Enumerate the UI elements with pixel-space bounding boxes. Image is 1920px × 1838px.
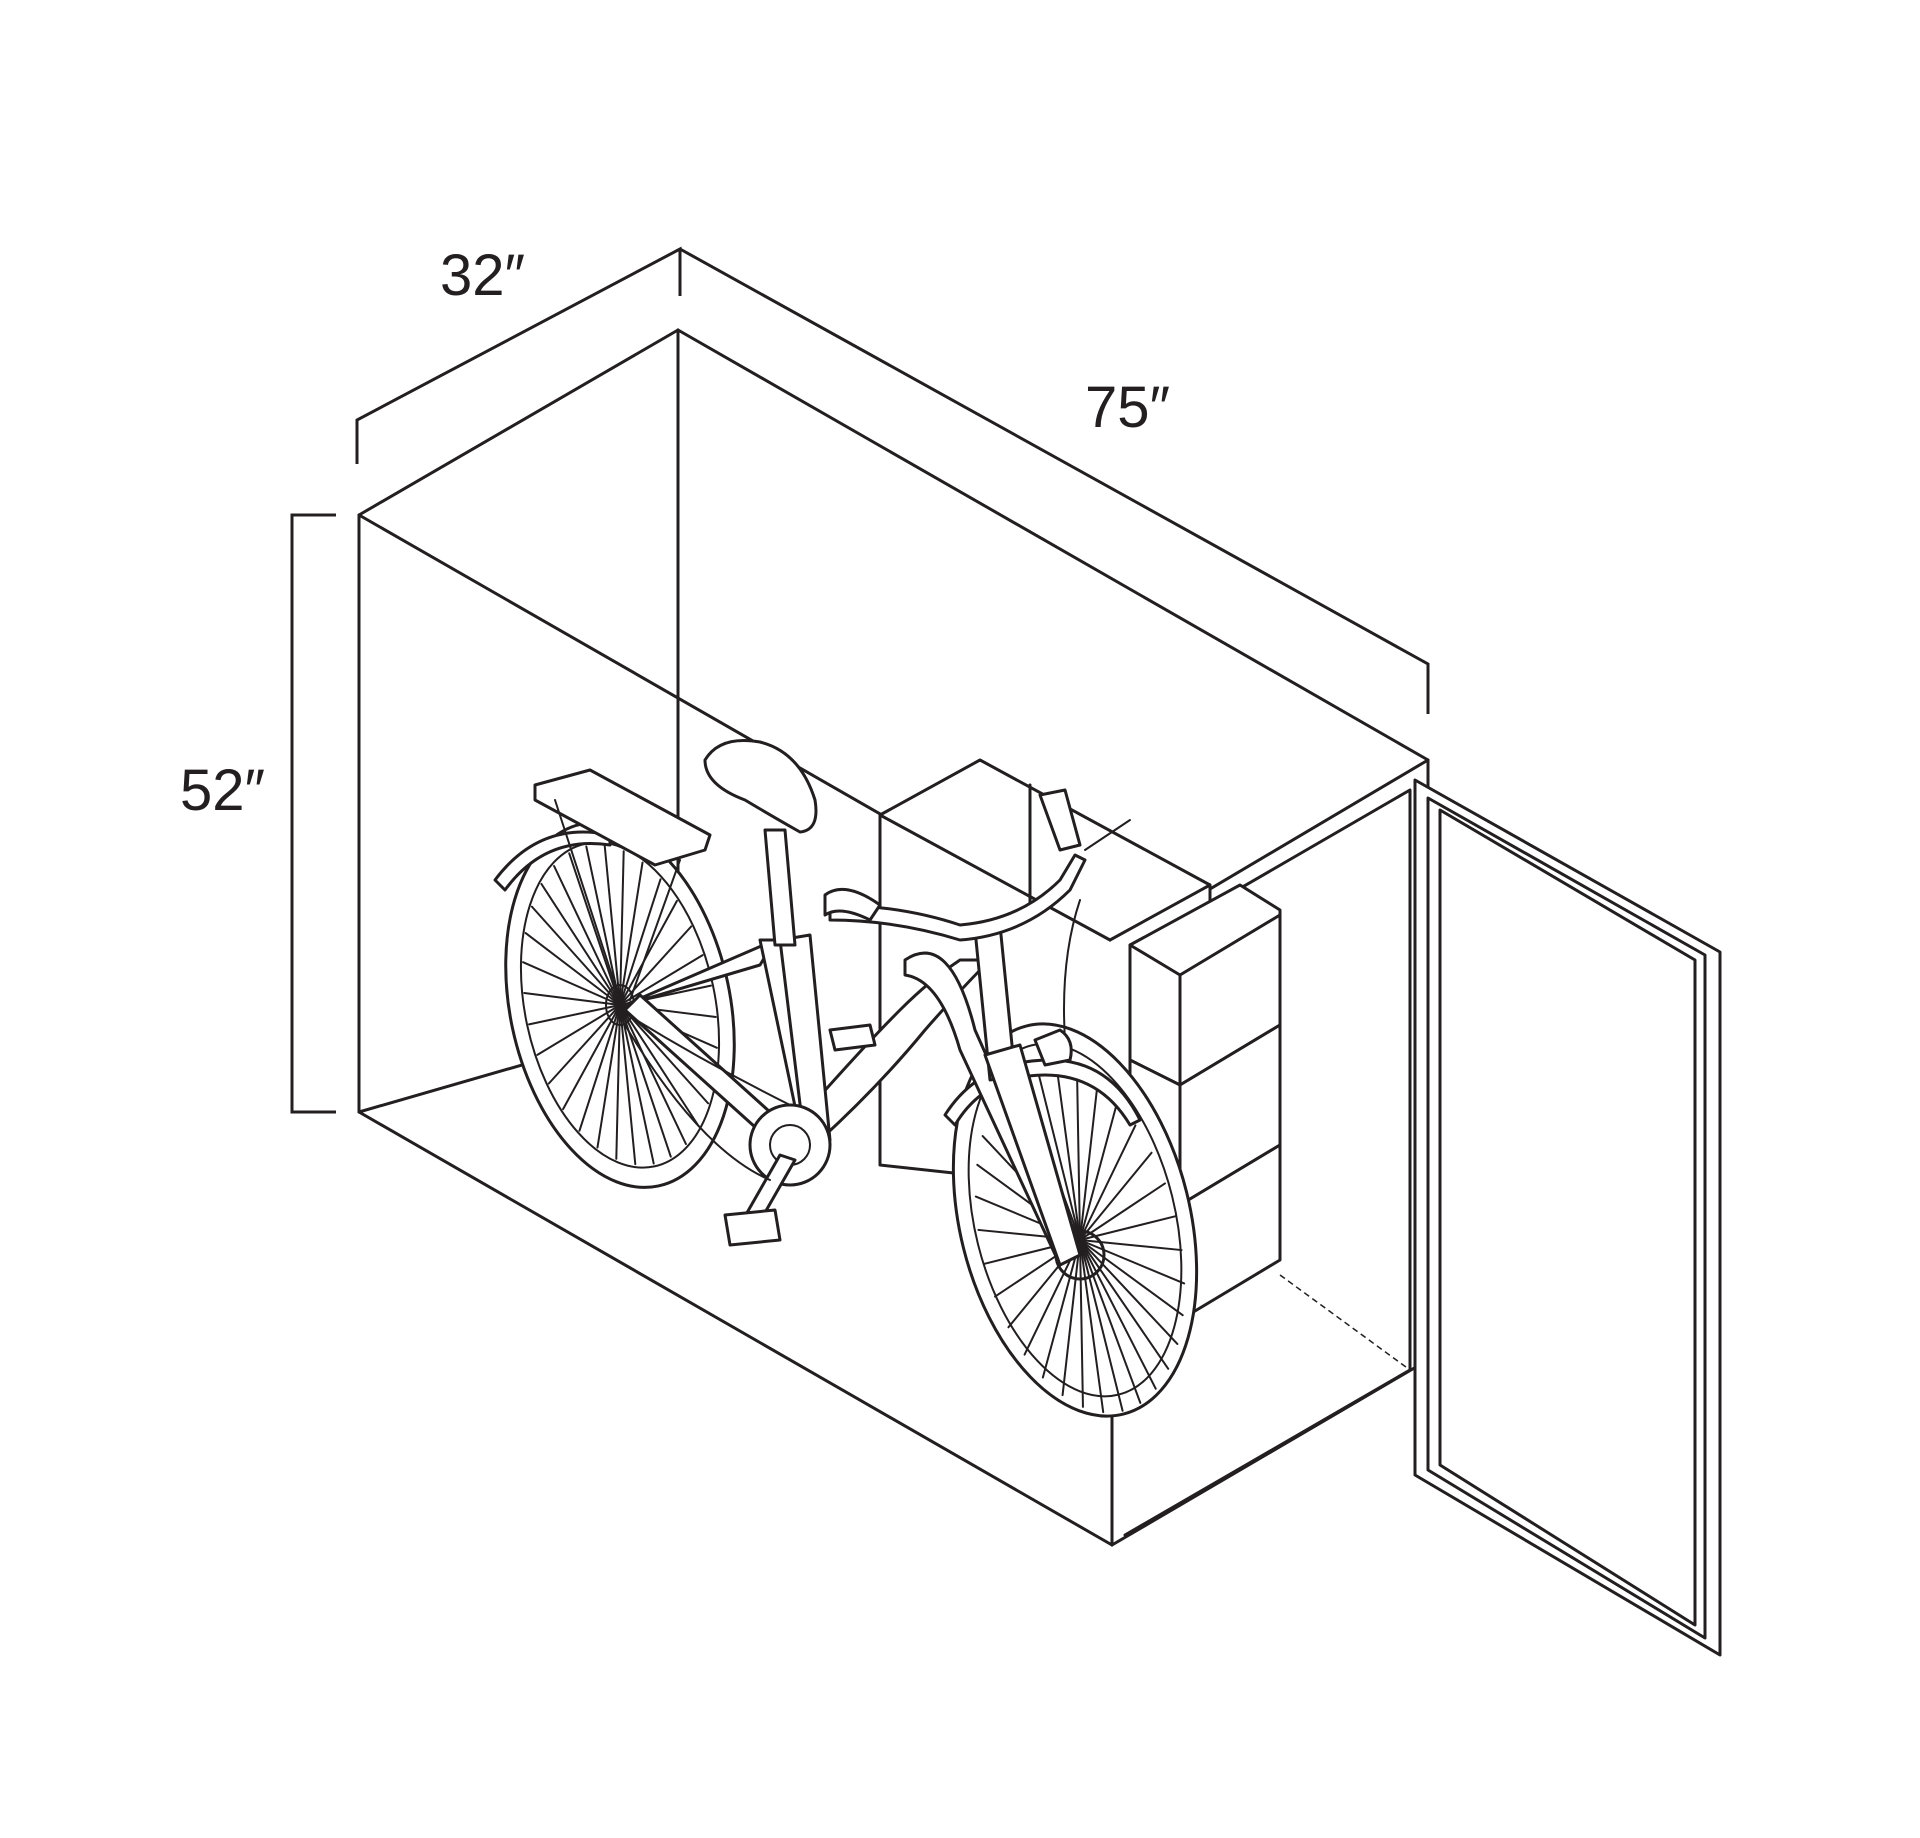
spoke	[530, 905, 621, 1006]
dimension-lines	[290, 246, 1430, 1114]
crates	[878, 758, 1282, 1322]
spoke	[585, 845, 621, 1006]
spoke	[1079, 1239, 1142, 1404]
spoke	[1079, 1239, 1183, 1252]
spoke	[1079, 1239, 1084, 1408]
spoke	[619, 850, 625, 1006]
spoke	[619, 1004, 655, 1165]
spoke	[568, 852, 621, 1006]
spoke	[528, 1004, 621, 1026]
rear-wheel	[504, 821, 736, 1189]
spoke	[619, 899, 678, 1006]
spoke	[619, 878, 662, 1006]
spoke	[1079, 1182, 1166, 1241]
door	[1413, 778, 1722, 1657]
spoke	[1036, 1068, 1081, 1241]
spoke	[562, 1004, 621, 1111]
bicycle	[493, 738, 1199, 1418]
chainring	[748, 1103, 832, 1187]
spoke	[523, 992, 621, 1006]
spoke	[1079, 1239, 1170, 1370]
headlight	[1033, 1028, 1073, 1067]
spoke	[619, 1004, 637, 1166]
saddle	[703, 738, 818, 834]
spoke	[547, 1004, 621, 1085]
spoke	[553, 865, 621, 1006]
height-dimension-line	[290, 513, 336, 1114]
spoke	[619, 954, 704, 1006]
spoke	[1079, 1083, 1099, 1241]
spoke	[1079, 1124, 1137, 1241]
spoke	[1079, 1239, 1184, 1317]
spoke	[1079, 1239, 1179, 1345]
spoke	[603, 844, 621, 1006]
pedal-right	[828, 1023, 877, 1052]
spoke	[1079, 1151, 1153, 1241]
spoke	[1055, 1066, 1081, 1241]
spoke	[1079, 1239, 1186, 1285]
spoke	[524, 932, 621, 1006]
spoke	[1079, 1215, 1177, 1241]
spoke	[619, 861, 644, 1006]
door-panel	[1413, 778, 1722, 1657]
spoke	[619, 1004, 687, 1145]
spoke	[1041, 1239, 1081, 1379]
spoke	[619, 1004, 710, 1105]
spoke	[1079, 1239, 1157, 1390]
spoke	[1079, 1239, 1124, 1412]
spoke	[1076, 1072, 1081, 1241]
spoke	[536, 1004, 621, 1056]
spoke	[1079, 1101, 1119, 1241]
spoke	[540, 882, 621, 1006]
depth-label: 32″	[440, 243, 525, 308]
depth-dimension-line	[355, 246, 682, 464]
spoke	[615, 1004, 621, 1160]
spoke	[596, 1004, 621, 1149]
handlebar	[828, 853, 1087, 942]
spoke	[1079, 1239, 1105, 1414]
spoke	[522, 961, 621, 1006]
pedal-left	[723, 1208, 782, 1247]
spoke	[578, 1004, 621, 1132]
spoke	[1061, 1239, 1081, 1397]
spoke	[619, 1004, 700, 1128]
length-dimension-line	[679, 247, 1430, 714]
height-label: 52″	[180, 758, 265, 823]
length-label: 75″	[1085, 375, 1170, 440]
